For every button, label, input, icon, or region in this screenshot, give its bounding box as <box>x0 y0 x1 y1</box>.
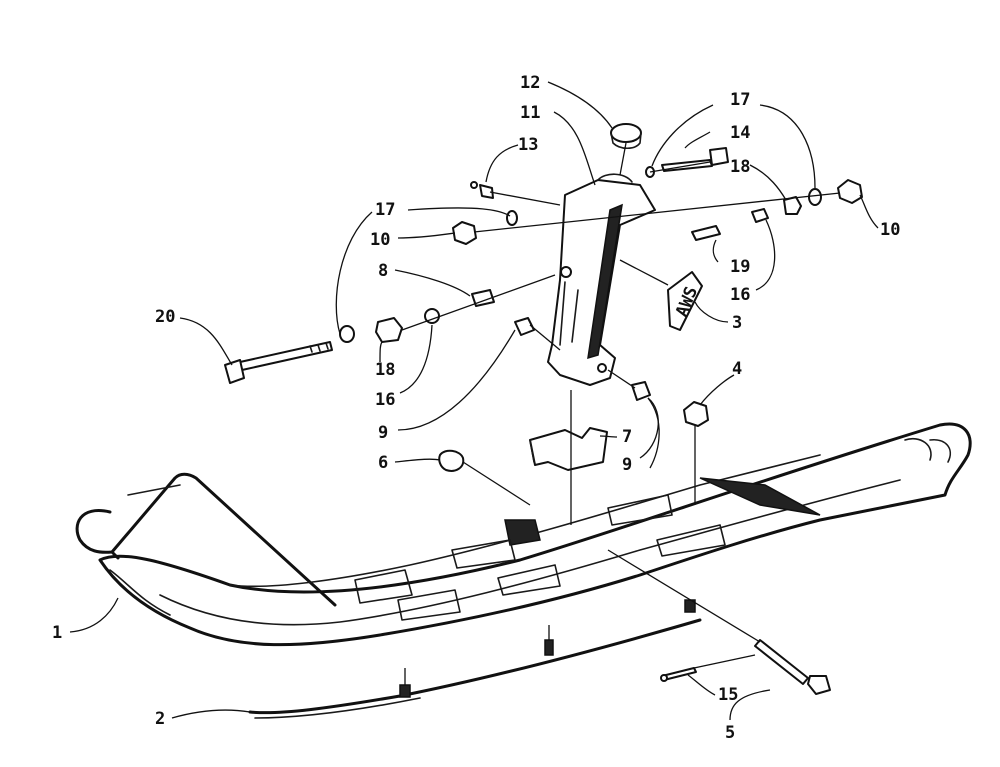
sleeve-19 <box>691 225 721 241</box>
bumper-6 <box>438 449 465 472</box>
damper-9-right <box>631 381 651 401</box>
callout-leaders <box>69 81 879 721</box>
pin-8 <box>471 289 495 307</box>
callout-18-left: 18 <box>375 360 395 380</box>
decal-3: AWS <box>667 271 703 331</box>
callout-2: 2 <box>155 709 165 729</box>
callout-10-right: 10 <box>880 220 900 240</box>
callout-7: 7 <box>622 427 632 447</box>
grease-fitting-13 <box>470 181 494 199</box>
bolt-14 <box>661 147 729 172</box>
callout-10-left: 10 <box>370 230 390 250</box>
callout-19: 19 <box>730 257 750 277</box>
callout-9-left: 9 <box>378 423 388 443</box>
callout-15: 15 <box>718 685 738 705</box>
callout-17-left: 17 <box>375 200 395 220</box>
nut-4 <box>683 401 709 427</box>
nut-10-left <box>452 221 477 245</box>
spacer-16-right <box>751 208 769 223</box>
washer-17-bottom <box>339 325 355 343</box>
washer-17-right <box>808 188 822 206</box>
callout-17-right: 17 <box>730 90 750 110</box>
spacer-16-left <box>424 308 440 324</box>
callout-16-left: 16 <box>375 390 395 410</box>
callout-3: 3 <box>732 313 742 333</box>
callout-9-right: 9 <box>622 455 632 475</box>
callout-labels: 1 2 3 4 5 6 7 8 9 9 10 10 11 12 13 14 15… <box>52 73 900 743</box>
callout-4: 4 <box>732 359 742 379</box>
callout-18-right: 18 <box>730 157 750 177</box>
callout-20: 20 <box>155 307 175 327</box>
callout-11: 11 <box>520 103 540 123</box>
callout-16-right: 16 <box>730 285 750 305</box>
callout-14: 14 <box>730 123 750 143</box>
wear-bar <box>248 599 702 719</box>
bolt-20 <box>224 341 333 384</box>
callout-1: 1 <box>52 623 62 643</box>
ski <box>75 422 972 647</box>
callout-6: 6 <box>378 453 388 473</box>
bushing-18-right <box>783 196 802 215</box>
callout-5: 5 <box>725 723 735 743</box>
assembly-lines <box>401 142 841 669</box>
damper-9-left <box>514 317 535 336</box>
spindle <box>547 173 656 386</box>
callout-13: 13 <box>518 135 538 155</box>
bushing-18-left <box>375 317 403 343</box>
cotter-pin-15 <box>660 667 697 682</box>
callout-8: 8 <box>378 261 388 281</box>
bolt-5 <box>754 639 831 695</box>
callout-12: 12 <box>520 73 540 93</box>
washer-17-left <box>506 210 518 226</box>
nut-10-right <box>837 179 863 204</box>
saddle-7 <box>529 427 608 471</box>
cap-12 <box>610 123 642 150</box>
